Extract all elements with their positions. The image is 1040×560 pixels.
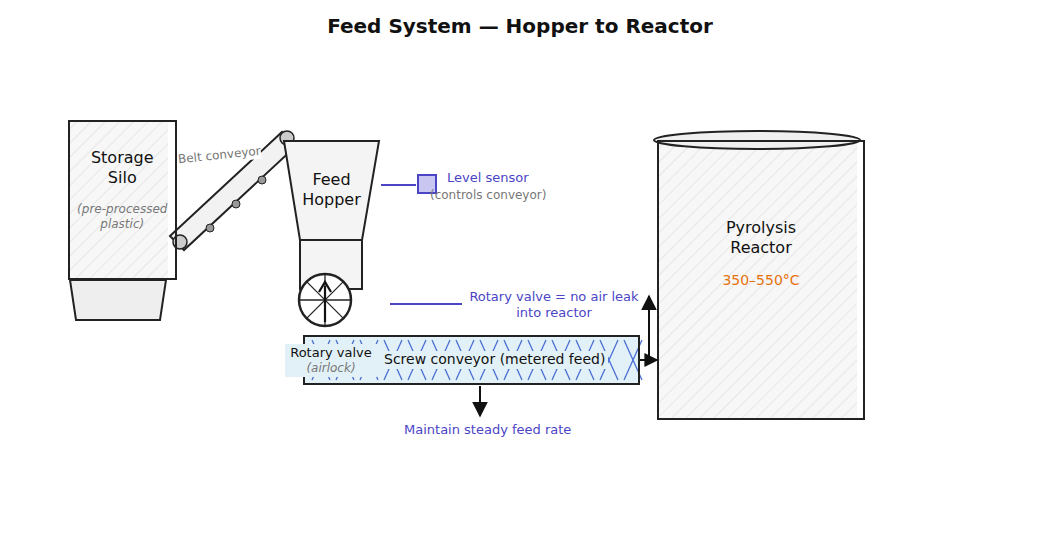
valve-label: Rotary valve(airlock) <box>285 344 377 377</box>
valve-wheel <box>297 272 353 328</box>
node-heading: Screw conveyor (metered feed) <box>381 351 608 369</box>
feed-rise-arrow <box>648 296 650 356</box>
node-subtext: (airlock) <box>285 361 377 376</box>
valve-note: Rotary valve = no air leak into reactor <box>468 289 640 322</box>
node-heading: Pyrolysis Reactor <box>701 218 821 258</box>
feed-connector <box>640 359 657 361</box>
feed-rate-arrow <box>479 386 481 416</box>
silo-cone <box>70 280 166 320</box>
note-leader <box>390 303 462 305</box>
feed-rate-note: Maintain steady feed rate <box>404 422 571 438</box>
node-subtext: 350–550°C <box>659 272 863 290</box>
silo-fill <box>68 120 168 280</box>
sensor-label: Level sensor <box>447 170 529 186</box>
node-heading: Feed Hopper <box>299 170 365 210</box>
node-subtext: (pre-processed plastic) <box>76 202 168 232</box>
diagram-title: Feed System — Hopper to Reactor <box>0 14 1040 38</box>
node-heading: Storage Silo <box>77 148 167 188</box>
sensor-note: (controls conveyor) <box>430 188 546 203</box>
sensor-leader <box>381 184 416 186</box>
hopper-shape: Feed Hopper <box>283 140 380 290</box>
rotary-valve: Rotary valve(airlock) <box>297 272 353 328</box>
node-heading: Rotary valve <box>285 345 377 361</box>
pyrolysis-reactor: Pyrolysis Reactor 350–550°C <box>657 140 865 420</box>
hopper-outline <box>283 140 380 290</box>
belt-conveyor <box>170 131 296 250</box>
silo-box: Storage Silo (pre-processed plastic) <box>68 120 177 280</box>
